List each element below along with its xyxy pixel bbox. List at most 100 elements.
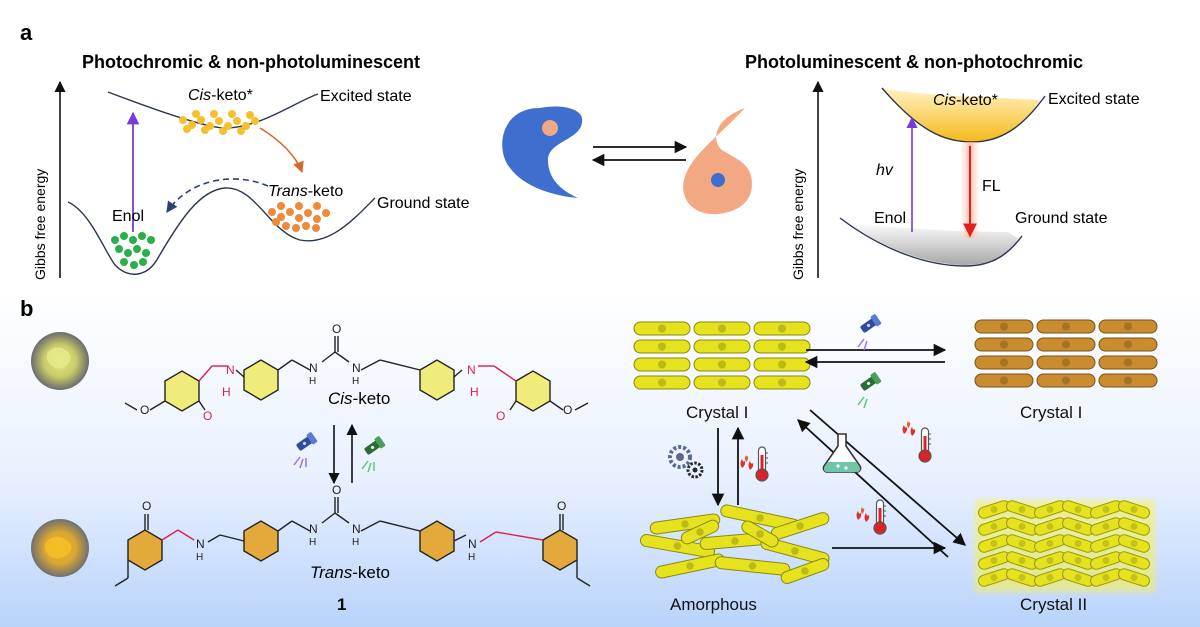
- crystal-ii-rod-node: [1130, 540, 1138, 547]
- svg-text:O: O: [203, 409, 212, 423]
- crystal-i-yellow-rod-node: [657, 378, 667, 387]
- crystal-i-yellow-rod: [693, 375, 751, 390]
- relaxation-arrow: [259, 127, 304, 174]
- crystal-i-brown-rod-node: [1061, 376, 1071, 385]
- crystal-i-brown-rod-node: [1123, 358, 1133, 367]
- crystal-ii-rod-node: [1046, 557, 1054, 564]
- crystal-i-to-ii-arrow: [809, 409, 966, 546]
- crystal-i-brown-rod: [1036, 319, 1096, 334]
- crystal-ii-rod-node: [1018, 574, 1026, 581]
- svg-text:H: H: [222, 385, 231, 399]
- cis-keto-structure: [124, 336, 589, 412]
- amorphous-rod-node: [791, 547, 799, 555]
- left-cis-keto-label: Cis-keto*: [188, 87, 253, 104]
- orange-powder-photo: [31, 519, 89, 577]
- trans-keto-label: Trans-keto: [310, 563, 390, 582]
- crystal-ii-rod-node: [1074, 540, 1082, 547]
- hv-label: hv: [876, 162, 894, 179]
- crystal-ii-rod-node: [1130, 557, 1138, 564]
- svg-text:O: O: [557, 499, 566, 513]
- crystal-i-brown-rod-node: [1123, 376, 1133, 385]
- svg-text:H: H: [470, 385, 479, 399]
- crystal-i-brown-rod-node: [1123, 322, 1133, 331]
- crystal-ii-rod-node: [1102, 540, 1110, 547]
- left-axis-label: Gibbs free energy: [32, 169, 48, 280]
- crystal-ii-rod: [1118, 551, 1150, 570]
- right-excited-state-label: Excited state: [1048, 91, 1140, 108]
- crystal-ii-to-i-arrow: [797, 419, 949, 558]
- right-ground-state-label: Ground state: [1015, 210, 1108, 227]
- crystal-i-brown-rod: [974, 337, 1034, 352]
- svg-text:H: H: [196, 552, 203, 563]
- crystal-ii-rod-node: [1130, 574, 1138, 581]
- crystal-ii-rod-node: [1018, 540, 1026, 547]
- crystal-i-yellow-rod-node: [657, 360, 667, 369]
- crystal-ii-rod-node: [990, 523, 998, 530]
- crystal-ii-rod-node: [990, 540, 998, 547]
- crystal-i-brown-rod-node: [999, 340, 1009, 349]
- right-panel-title: Photoluminescent & non-photochromic: [745, 52, 1083, 72]
- crystal-ii-rod: [1118, 517, 1150, 536]
- crystal-i-yellow-rod: [693, 321, 751, 336]
- crystal-i-yellow-rod: [753, 339, 811, 354]
- heat-flame-icon-1: [740, 455, 754, 470]
- right-enol-label: Enol: [874, 210, 906, 227]
- svg-text:N: N: [352, 361, 361, 375]
- crystal-i-brown-rod: [1098, 355, 1158, 370]
- crystal-i-yellow-rod-node: [777, 342, 787, 351]
- amorphous-rod-node: [673, 542, 682, 550]
- crystal-i-yellow-rod: [633, 375, 691, 390]
- trans-keto-structure: [114, 497, 591, 587]
- crystal-i-brown-rod: [1036, 373, 1096, 388]
- green-light-rays: [361, 460, 375, 473]
- crystal-i-yellow-rod-node: [777, 360, 787, 369]
- left-excited-state-label: Excited state: [320, 88, 412, 105]
- crystal-i-brown-rod: [974, 319, 1034, 334]
- crystal-i-yellow-packing: [633, 321, 811, 390]
- crystal-i-right-label: Crystal I: [1020, 403, 1082, 422]
- orange-taiji-symbol: [683, 108, 752, 215]
- blue-taiji-symbol: [502, 106, 583, 198]
- crystal-ii-rod-node: [1130, 523, 1138, 530]
- trans-keto-dots: [268, 202, 330, 232]
- crystal-ii-rod-node: [1102, 574, 1110, 581]
- crystal-ii-rod-node: [1102, 523, 1110, 530]
- crystal-ii-rod-node: [990, 506, 998, 513]
- panel-b-label: b: [20, 296, 33, 321]
- amorphous-rod: [741, 520, 779, 548]
- crystal-i-yellow-rod-node: [717, 360, 727, 369]
- amorphous-rod-node: [731, 537, 739, 545]
- enol-dots: [111, 232, 155, 269]
- crystal-i-yellow-rod: [633, 321, 691, 336]
- amorphous-rod: [639, 534, 716, 558]
- crystal-ii-rod-node: [1074, 574, 1082, 581]
- crystal-ii-rod-node: [1074, 523, 1082, 530]
- crystal-ii-label: Crystal II: [1020, 595, 1087, 614]
- amorphous-rod: [780, 558, 830, 584]
- crystal-i-brown-rod-node: [1123, 340, 1133, 349]
- crystal-i-brown-rod: [1098, 319, 1158, 334]
- crystal-i-yellow-rod-node: [777, 378, 787, 387]
- crystal-ii-rod-node: [990, 574, 998, 581]
- crystal-ii-rod-node: [1074, 557, 1082, 564]
- svg-text:H: H: [352, 376, 359, 387]
- crystal-ii-rod-node: [1130, 506, 1138, 513]
- amorphous-rod-node: [686, 562, 694, 570]
- crystal-i-brown-rod-node: [999, 358, 1009, 367]
- crystal-ii-rod-node: [1018, 557, 1026, 564]
- crystal-i-yellow-rod: [633, 339, 691, 354]
- svg-text:H: H: [468, 552, 475, 563]
- crystal-i-yellow-rod: [693, 339, 751, 354]
- green-flashlight-icon: [362, 435, 386, 457]
- crystal-ii-rod-node: [1018, 523, 1026, 530]
- amorphous-rod-node: [756, 514, 764, 522]
- crystal-i-brown-rod: [1036, 337, 1096, 352]
- grinding-gear-icon: [668, 445, 704, 479]
- crystal-ii-rod-node: [1102, 506, 1110, 513]
- svg-text:N: N: [226, 363, 235, 377]
- svg-text:N: N: [309, 522, 318, 536]
- crystal-i-yellow-rod: [693, 357, 751, 372]
- svg-text:O: O: [332, 483, 341, 497]
- svg-text:N: N: [467, 363, 476, 377]
- crystal-i-yellow-rod-node: [777, 324, 787, 333]
